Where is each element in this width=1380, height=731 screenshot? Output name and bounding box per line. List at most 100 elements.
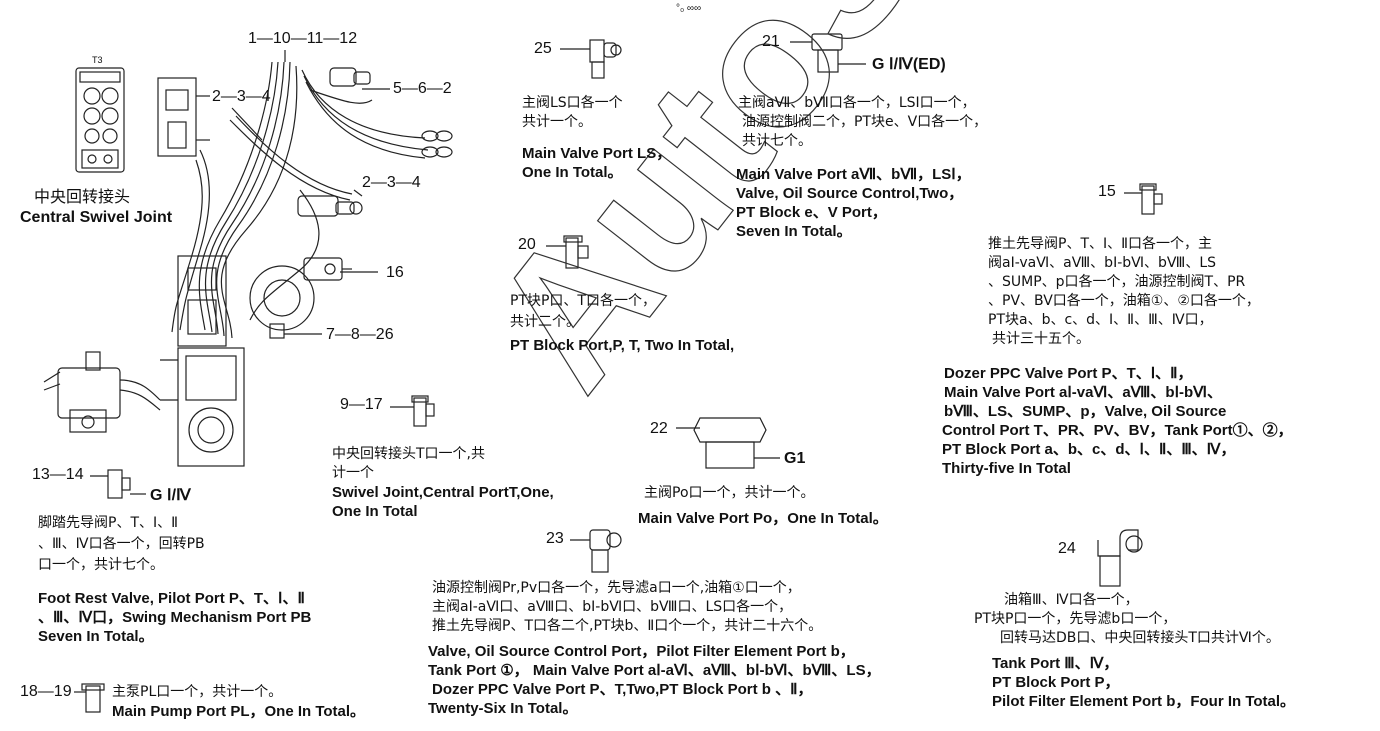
block-20-zh-2: 共计二个。 bbox=[510, 314, 580, 330]
block-15-en-1: Dozer PPC Valve Port P、T、Ⅰ、Ⅱ， bbox=[944, 365, 1193, 382]
tee-15-drawing bbox=[1124, 183, 1163, 215]
block-20-zh-1: PT块P口、T口各一个， bbox=[510, 293, 656, 309]
block-15-zh-5: PT块a、b、c、d、Ⅰ、Ⅱ、Ⅲ、Ⅳ口， bbox=[988, 312, 1213, 328]
block-15: 推土先导阀P、T、Ⅰ、Ⅱ口各一个，主 阀aⅠ-vaⅥ、aⅧ、bⅠ-bⅥ、bⅧ、L… bbox=[988, 235, 1260, 349]
callout-2-3-4-top: 2—3—4 bbox=[212, 88, 271, 105]
block-13-14-zh-1: 脚踏先导阀P、T、Ⅰ、Ⅱ bbox=[38, 515, 179, 531]
block-9-17-en-2: One In Total bbox=[332, 503, 418, 520]
block-15-en: Dozer PPC Valve Port P、T、Ⅰ、Ⅱ， Main Valve… bbox=[942, 364, 1293, 478]
callout-20: 20 bbox=[518, 236, 536, 253]
block-21-en-4: Seven In Total。 bbox=[736, 223, 852, 240]
fitting-25-drawing bbox=[560, 39, 622, 79]
block-9-17-zh-2: 计一个 bbox=[332, 465, 374, 481]
callout-2-3-4-mid: 2—3—4 bbox=[362, 174, 421, 191]
block-20: PT块P口、T口各一个， 共计二个。 PT Block Port,P, T, T… bbox=[510, 292, 734, 355]
block-22: 主阀Po口一个，共计一个。 Main Valve Port Po，One In … bbox=[638, 484, 888, 528]
block-13-14-zh-3: 口一个，共计七个。 bbox=[38, 557, 164, 573]
block-23-en-1: Valve, Oil Source Control Port，Pilot Fil… bbox=[428, 643, 855, 660]
block-21-en-1: Main Valve Port aⅦ、bⅦ，LSⅠ， bbox=[736, 166, 971, 183]
callout-21: 21 bbox=[762, 33, 780, 50]
block-9-17: 中央回转接头T口一个,共 计一个 Swivel Joint,Central Po… bbox=[332, 445, 554, 521]
block-15-en-3: bⅧ、LS、SUMP、p，Valve, Oil Source bbox=[944, 403, 1227, 420]
block-15-en-6: Thirty-five In Total bbox=[942, 460, 1071, 477]
block-15-zh-2: 阀aⅠ-vaⅥ、aⅧ、bⅠ-bⅥ、bⅧ、LS bbox=[988, 255, 1217, 271]
block-15-en-2: Main Valve Port aⅠ-vaⅥ、aⅧ、bⅠ-bⅥ、 bbox=[944, 384, 1222, 401]
central-swivel-label-zh: 中央回转接头 bbox=[34, 187, 131, 206]
block-15-en-5: PT Block Port a、b、c、d、Ⅰ、Ⅱ、Ⅲ、Ⅳ， bbox=[942, 441, 1236, 458]
block-23-zh-2: 主阀aⅠ-aⅥ口、aⅧ口、bⅠ-bⅥ口、bⅧ口、LS口各一个， bbox=[432, 599, 793, 615]
callout-18-19: 18—19 bbox=[20, 683, 72, 700]
callout-5-6-2: 5—6—2 bbox=[393, 80, 452, 97]
block-25-en-1: Main Valve Port LS， bbox=[522, 145, 672, 162]
callout-22: 22 bbox=[650, 420, 668, 437]
hose-bundle-drawing bbox=[171, 61, 429, 339]
callout-13-14: 13—14 bbox=[32, 466, 84, 483]
block-13-14: 脚踏先导阀P、T、Ⅰ、Ⅱ 、Ⅲ、Ⅳ口各一个，回转PB 口一个，共计七个。 Foo… bbox=[38, 514, 311, 646]
callout-25: 25 bbox=[534, 40, 552, 57]
callout-24: 24 bbox=[1058, 540, 1076, 557]
block-15-zh-6: 共计三十五个。 bbox=[992, 331, 1090, 347]
block-23-zh-3: 推土先导阀P、T口各二个,PT块b、Ⅱ口个一个，共计二十六个。 bbox=[432, 618, 823, 634]
block-25-en-2: One In Total。 bbox=[522, 164, 623, 181]
tee-13-14-drawing bbox=[90, 469, 146, 499]
top-marker: °₀ ∞∞ bbox=[676, 3, 702, 14]
callout-15: 15 bbox=[1098, 183, 1116, 200]
elbow-23-drawing bbox=[570, 529, 622, 573]
thread-spec-13-14: G Ⅰ/Ⅳ bbox=[150, 487, 191, 504]
block-13-14-en-3: Seven In Total。 bbox=[38, 628, 154, 645]
fitting-18-19-drawing bbox=[74, 683, 105, 713]
block-21-en-3: PT Block e、V Port， bbox=[736, 204, 887, 221]
pilot-valve-block-drawing bbox=[157, 77, 210, 157]
central-swivel-joint-drawing bbox=[75, 67, 125, 173]
block-18-19-en: Main Pump Port PL，One In Total。 bbox=[112, 703, 366, 720]
block-24-zh-1: 油箱Ⅲ、Ⅳ口各一个， bbox=[1004, 592, 1139, 608]
block-24: 油箱Ⅲ、Ⅳ口各一个， PT块P口一个，先导滤b口一个， 回转马达DB口、中央回转… bbox=[974, 591, 1296, 711]
block-13-14-en-2: 、Ⅲ、Ⅳ口，Swing Mechanism Port PB bbox=[38, 609, 312, 626]
block-9-17-en-1: Swivel Joint,Central PortT,One, bbox=[332, 484, 554, 501]
block-24-en-1: Tank Port Ⅲ、Ⅳ， bbox=[992, 655, 1119, 672]
plug-21-drawing bbox=[790, 33, 866, 73]
central-swivel-label-en: Central Swivel Joint bbox=[20, 209, 173, 226]
block-25: 主阀LS口各一个 共计一个。 Main Valve Port LS， One I… bbox=[522, 94, 671, 182]
block-23: 油源控制阀Pr,Pv口各一个，先导滤a口一个,油箱①口一个， 主阀aⅠ-aⅥ口、… bbox=[428, 579, 881, 718]
tee-20-drawing bbox=[546, 235, 589, 269]
block-24-zh-2: PT块P口一个，先导滤b口一个， bbox=[974, 611, 1177, 627]
callout-23: 23 bbox=[546, 530, 564, 547]
block-23-en-4: Twenty-Six In Total。 bbox=[428, 700, 578, 717]
callout-9-17: 9—17 bbox=[340, 396, 383, 413]
block-24-zh-3: 回转马达DB口、中央回转接头T口共计Ⅵ个。 bbox=[1000, 630, 1280, 646]
block-23-en-2: Tank Port ①， Main Valve Port aⅠ-aⅥ、aⅧ、bⅠ… bbox=[428, 662, 881, 679]
block-22-zh-1: 主阀Po口一个，共计一个。 bbox=[644, 485, 815, 501]
block-24-en-2: PT Block Port P， bbox=[992, 674, 1120, 691]
block-21-en-2: Valve, Oil Source Control,Two， bbox=[736, 185, 964, 202]
block-15-zh-1: 推土先导阀P、T、Ⅰ、Ⅱ口各一个，主 bbox=[988, 236, 1213, 252]
block-21-zh-3: 共计七个。 bbox=[742, 133, 812, 149]
block-18-19: 主泵PL口一个，共计一个。 Main Pump Port PL，One In T… bbox=[112, 683, 365, 721]
block-20-en-1: PT Block Port,P, T, Two In Total, bbox=[510, 337, 735, 354]
block-23-en-3: Dozer PPC Valve Port P、T,Two,PT Block Po… bbox=[432, 681, 813, 698]
block-24-en-3: Pilot Filter Element Port b，Four In Tota… bbox=[992, 693, 1296, 710]
hydraulic-tank-drawing bbox=[160, 347, 245, 467]
elbow-24-drawing bbox=[1097, 529, 1143, 587]
block-21-zh-1: 主阀aⅦ、bⅦ口各一个，LSⅠ口一个， bbox=[738, 95, 976, 111]
hose-fitting-drawing bbox=[297, 67, 453, 217]
block-23-zh-1: 油源控制阀Pr,Pv口各一个，先导滤a口一个,油箱①口一个， bbox=[432, 580, 801, 596]
swivel-tag: T3 bbox=[92, 55, 103, 65]
central-swivel-label: 中央回转接头 Central Swivel Joint bbox=[20, 186, 172, 228]
block-15-en-4: Control Port T、PR、PV、BV，Tank Port①、②， bbox=[942, 422, 1293, 439]
tee-9-17-drawing bbox=[390, 395, 435, 427]
block-15-zh-4: 、PV、BV口各一个，油箱①、②口各一个， bbox=[988, 293, 1260, 309]
callout-7-8-26: 7—8—26 bbox=[326, 326, 394, 343]
callout-1-10-11-12: 1—10—11—12 bbox=[248, 30, 358, 47]
block-21-zh-2: 油源控制阀二个，PT块e、V口各一个， bbox=[742, 114, 988, 130]
block-15-zh-3: 、SUMP、p口各一个，油源控制阀T、PR bbox=[988, 274, 1246, 290]
nut-22-drawing bbox=[676, 417, 780, 469]
thread-spec-22: G1 bbox=[784, 450, 806, 467]
control-valve-assembly-drawing bbox=[177, 255, 352, 347]
callout-16: 16 bbox=[386, 264, 404, 281]
block-25-zh-2: 共计一个。 bbox=[522, 114, 592, 130]
block-21: 主阀aⅦ、bⅦ口各一个，LSⅠ口一个， 油源控制阀二个，PT块e、V口各一个， … bbox=[736, 94, 988, 241]
block-9-17-zh-1: 中央回转接头T口一个,共 bbox=[332, 446, 486, 462]
swing-motor-drawing bbox=[43, 351, 161, 433]
